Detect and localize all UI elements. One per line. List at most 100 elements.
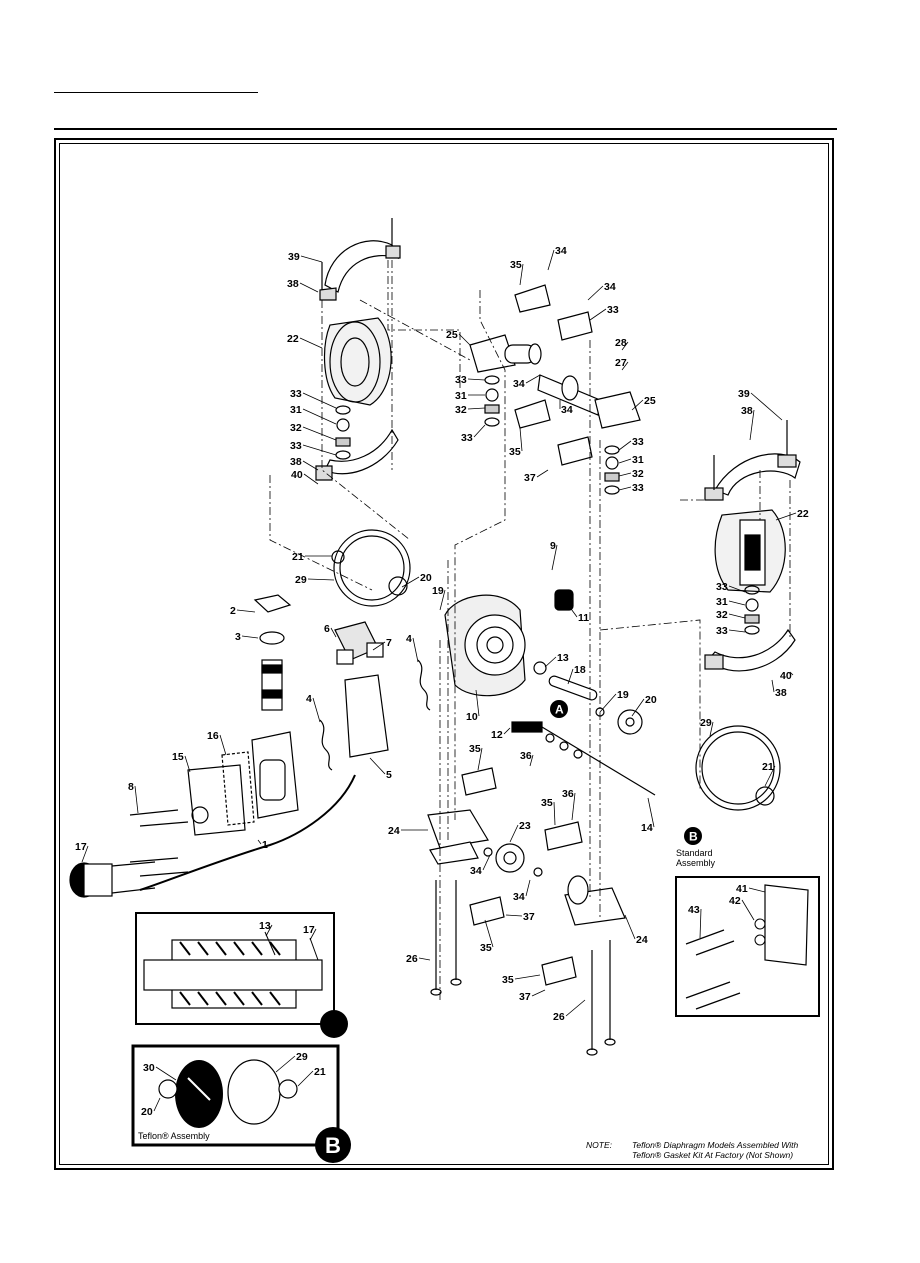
callout-34: 34 (470, 865, 482, 877)
callout-leader (312, 697, 321, 723)
callout-37: 37 (524, 472, 536, 484)
callout-29: 29 (295, 574, 307, 586)
callout-leader (741, 899, 755, 921)
callout-35: 35 (510, 259, 522, 271)
manifold-block-lower-left (427, 809, 489, 849)
callout-leader (302, 408, 337, 425)
callout-leader (631, 399, 644, 411)
diaphragm-chamber-upper-left (323, 317, 392, 406)
callout-20: 20 (141, 1106, 153, 1118)
callout-leader (302, 444, 337, 456)
callout-leader (302, 460, 319, 471)
callout-leader (297, 1070, 314, 1087)
callout-17: 17 (75, 841, 87, 853)
diaphragm-left (333, 529, 411, 607)
note-line2: Teflon® Gasket Kit At Factory (Not Shown… (632, 1150, 793, 1160)
callout-29: 29 (700, 717, 712, 729)
callout-leader (467, 378, 486, 381)
callout-leader (525, 374, 541, 384)
callout-35: 35 (469, 743, 481, 755)
callout-leader (372, 641, 386, 651)
callout-leader (624, 914, 636, 940)
callout-40: 40 (291, 469, 303, 481)
callout-leader (307, 578, 335, 581)
callout-leader (589, 308, 607, 321)
callout-20: 20 (420, 572, 432, 584)
marker-a: A (555, 703, 564, 717)
callout-32: 32 (290, 422, 302, 434)
callout-15: 15 (172, 751, 184, 763)
callout-leader (401, 576, 420, 588)
callout-leader (567, 668, 574, 685)
callout-3: 3 (235, 631, 241, 643)
callout-leader (647, 797, 655, 828)
callout-leader (302, 392, 337, 409)
callout-leader (618, 440, 632, 451)
callout-leader (571, 792, 576, 821)
marker-a-circle (550, 700, 568, 718)
callout-33: 33 (461, 432, 473, 444)
header-rule-short (54, 92, 258, 93)
callout-33: 33 (290, 440, 302, 452)
callout-leader (618, 486, 632, 491)
callout-36: 36 (562, 788, 574, 800)
callout-leader (503, 727, 511, 735)
callout-24: 24 (636, 934, 648, 946)
standard-label-line1: Standard (676, 848, 713, 858)
callout-14: 14 (641, 822, 653, 834)
callout-24: 24 (388, 825, 400, 837)
callout-22: 22 (287, 333, 299, 345)
callout-leader (529, 754, 534, 767)
callout-31: 31 (716, 596, 728, 608)
callout-leader (764, 765, 776, 787)
callout-5: 5 (386, 769, 392, 781)
callout-20: 20 (645, 694, 657, 706)
callout-25: 25 (644, 395, 656, 407)
callout-leader (536, 469, 549, 478)
callout-leader (525, 879, 531, 897)
callout-leader (728, 600, 746, 606)
callout-leader (153, 1097, 161, 1112)
callout-leader (300, 255, 323, 263)
callout-13: 13 (557, 652, 569, 664)
callout-leader (477, 747, 483, 771)
callout-19: 19 (617, 689, 629, 701)
callout-25: 25 (446, 329, 458, 341)
callout-leader (184, 755, 191, 773)
callout-26: 26 (553, 1011, 565, 1023)
callout-26: 26 (406, 953, 418, 965)
callout-leader (699, 908, 702, 939)
callout-leader (330, 627, 337, 638)
callout-leader (531, 989, 546, 997)
callout-leader (473, 424, 486, 438)
callout-leader (505, 914, 523, 917)
callout-33: 33 (455, 374, 467, 386)
callout-6: 6 (324, 623, 330, 635)
callout-31: 31 (632, 454, 644, 466)
callout-leader (482, 854, 491, 871)
manifold-block-left (469, 334, 516, 373)
callout-leader (728, 629, 746, 633)
callout-leader (369, 757, 386, 775)
callout-28: 28 (615, 337, 627, 349)
callout-leader (749, 409, 755, 441)
callout-leader (599, 693, 617, 713)
callout-21: 21 (292, 551, 304, 563)
manifold-block-right (594, 391, 641, 429)
callout-38: 38 (775, 687, 787, 699)
callout-29: 29 (296, 1051, 308, 1063)
standard-label-line2: Assembly (676, 858, 716, 868)
marker-b-circle (684, 827, 702, 845)
callout-leader (565, 999, 586, 1017)
drawing-frame-inner (59, 143, 829, 1165)
callout-leader (514, 974, 541, 980)
callout-leader (544, 656, 557, 668)
callout-37: 37 (523, 911, 535, 923)
callout-leader (303, 473, 319, 485)
callout-32: 32 (716, 609, 728, 621)
inset-teflon-assembly: Teflon® Assembly B (131, 1044, 351, 1163)
callout-4: 4 (406, 633, 412, 645)
callout-41: 41 (736, 883, 748, 895)
callout-leader (509, 824, 519, 843)
